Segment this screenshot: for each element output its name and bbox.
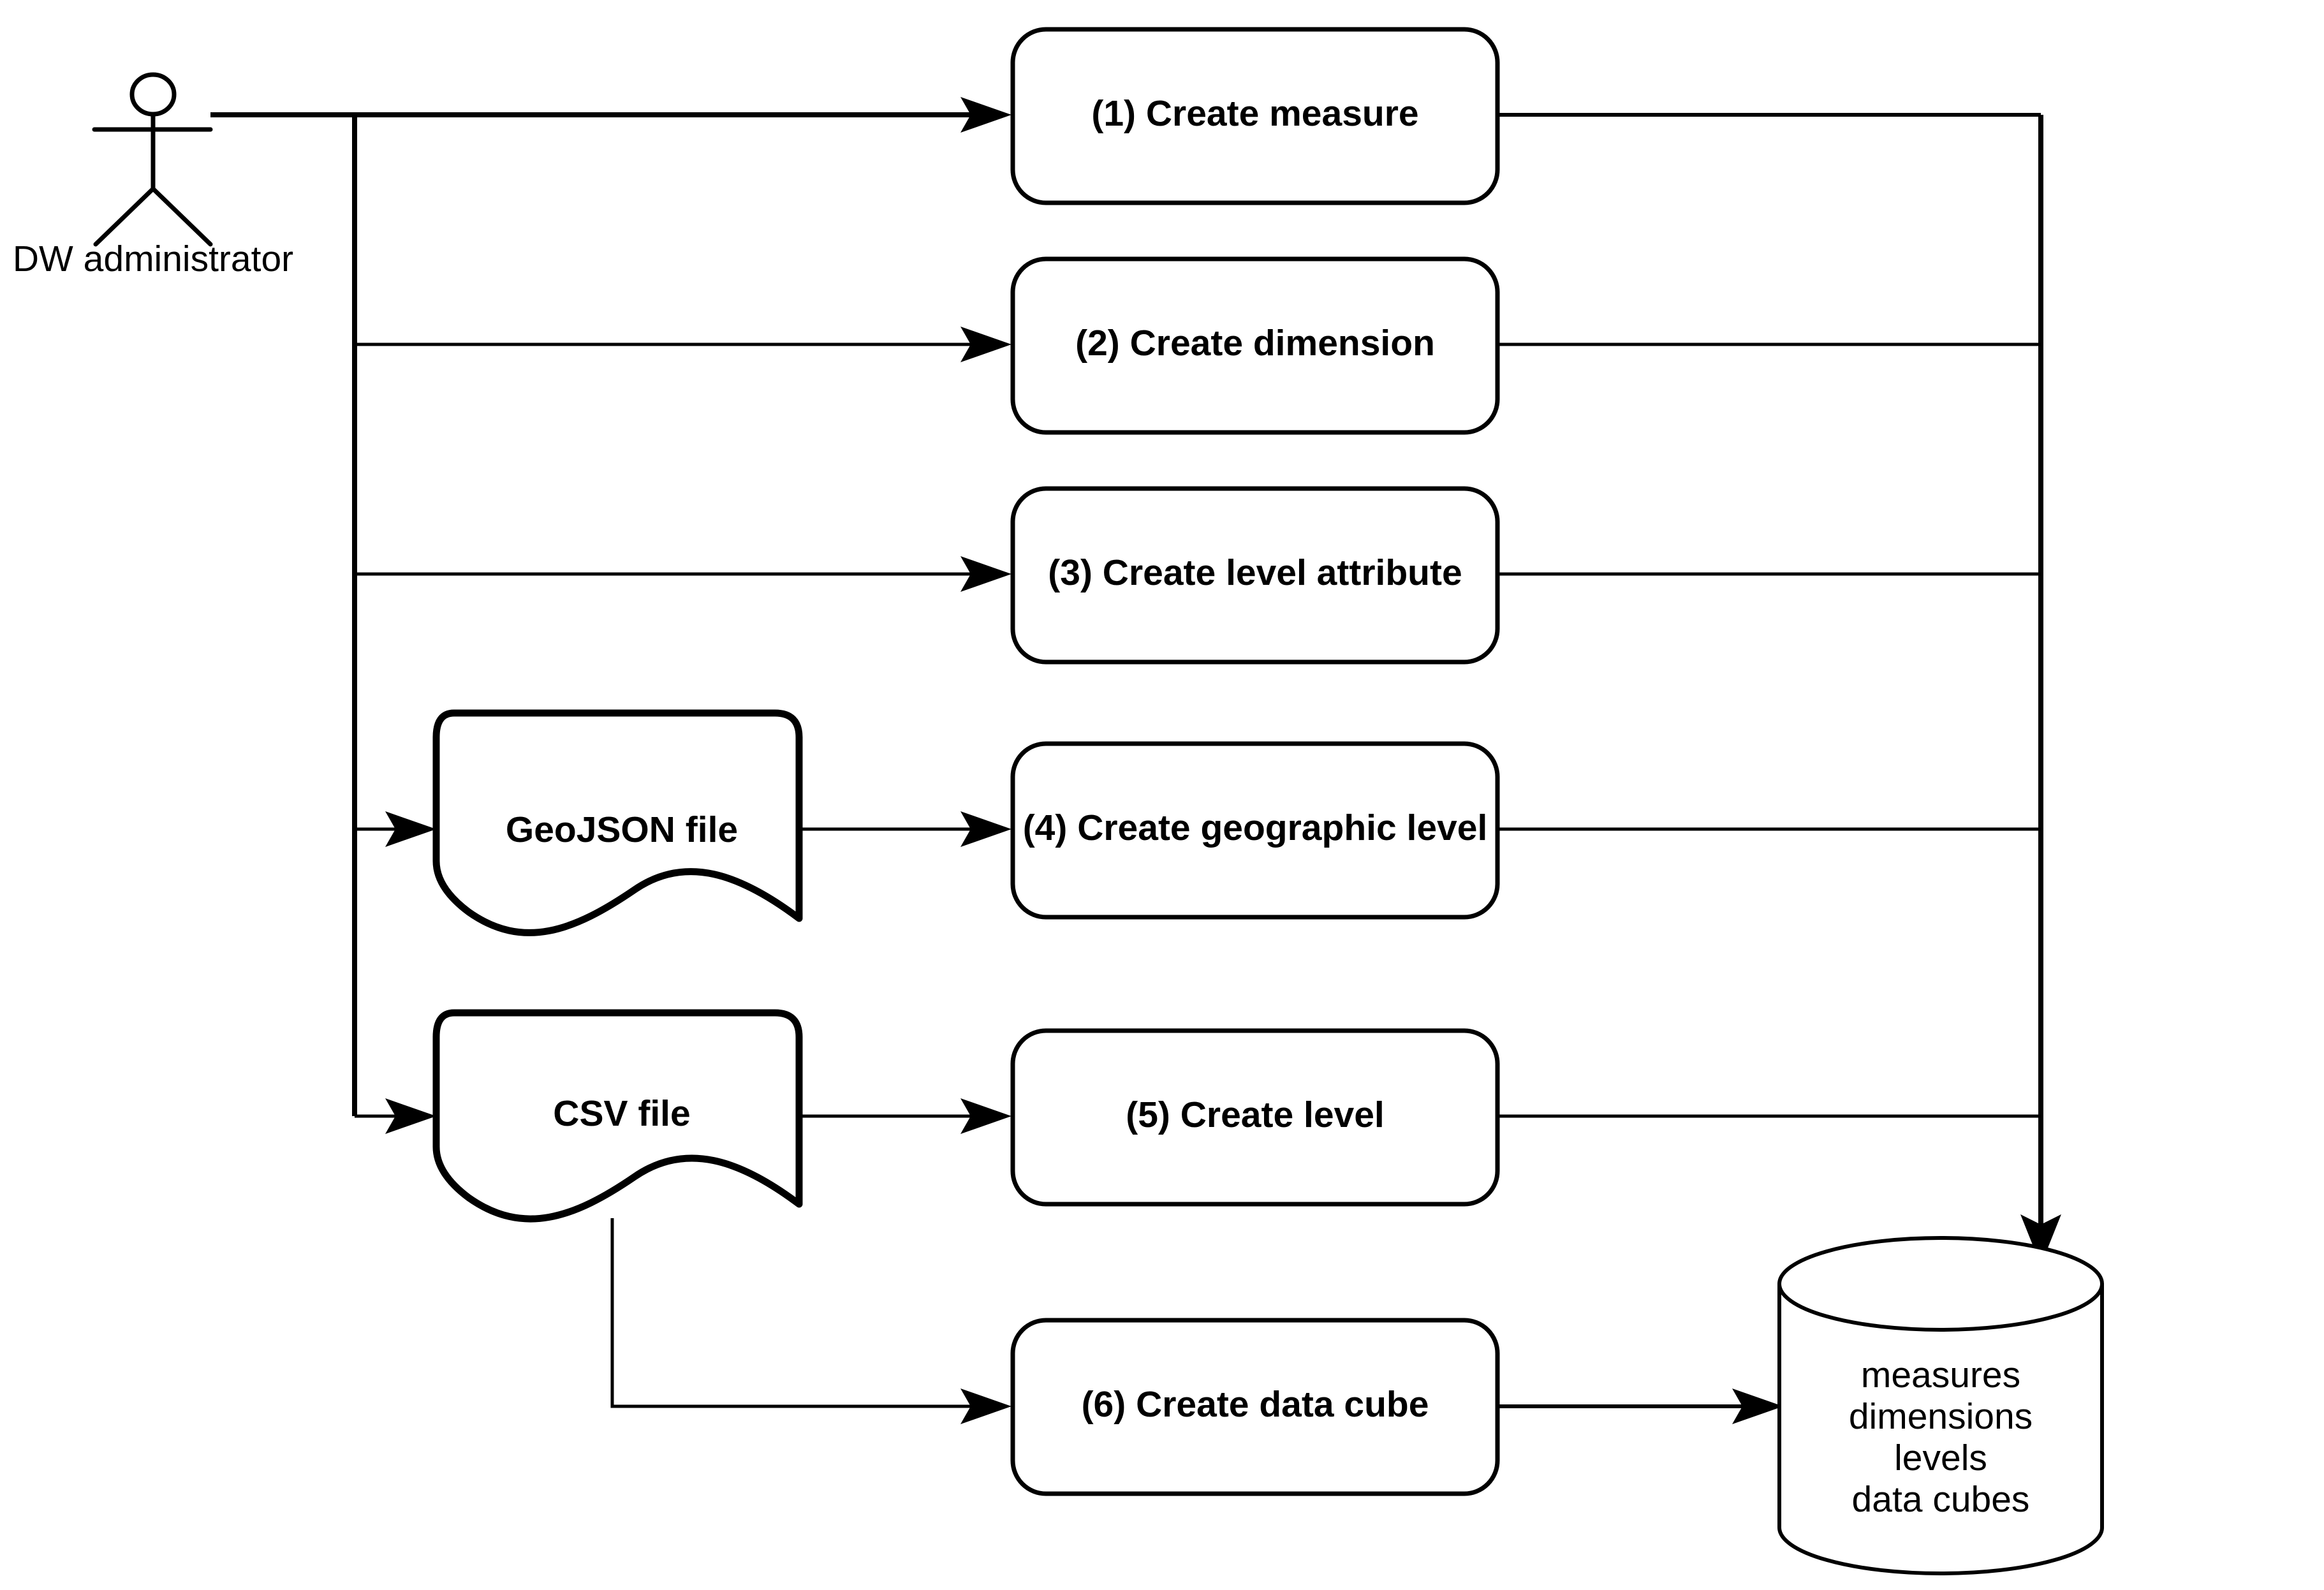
actor-left-leg-icon <box>93 186 156 247</box>
actor-label: DW administrator <box>13 239 293 279</box>
connector-csv-to-create-data-cube <box>610 1218 995 1408</box>
repository-collector-bus <box>1497 113 2043 1231</box>
actor-right-leg-icon <box>151 186 213 247</box>
process-box-create-geographic-level[interactable]: (4) Create geographic level <box>1010 741 1500 920</box>
arrowhead-into-repository-top <box>2020 1214 2061 1265</box>
process-box-create-measure[interactable]: (1) Create measure <box>1010 27 1500 205</box>
arrowhead-to-create-geographic-level <box>960 811 1011 847</box>
process-box-create-level[interactable]: (5) Create level <box>1010 1028 1500 1207</box>
document-csv-file[interactable]: CSV file <box>432 1009 803 1223</box>
create-data-cube-label: (6) Create data cube <box>1082 1384 1429 1425</box>
create-measure-label: (1) Create measure <box>1091 93 1418 134</box>
arrowhead-into-repository-side <box>1732 1388 1783 1424</box>
arrowhead-to-create-level-attribute <box>960 556 1011 592</box>
create-dimension-label: (2) Create dimension <box>1075 323 1435 364</box>
repository-line-4: data cubes <box>1852 1479 2030 1520</box>
arrowhead-to-create-dimension <box>960 327 1011 362</box>
datastore-repository[interactable]: measures dimensions levels data cubes <box>1777 1236 2104 1575</box>
geojson-file-label: GeoJSON file <box>506 809 738 850</box>
repository-line-2: dimensions <box>1849 1396 2033 1437</box>
process-box-create-level-attribute[interactable]: (3) Create level attribute <box>1010 486 1500 665</box>
process-box-create-dimension[interactable]: (2) Create dimension <box>1010 256 1500 435</box>
actor-head-icon <box>129 72 177 117</box>
arrowhead-to-create-measure <box>960 97 1011 133</box>
repository-line-3: levels <box>1894 1438 1987 1478</box>
arrowhead-to-create-data-cube <box>960 1388 1011 1424</box>
process-box-create-data-cube[interactable]: (6) Create data cube <box>1010 1318 1500 1496</box>
csv-file-label: CSV file <box>553 1093 690 1134</box>
arrowhead-to-csv-file <box>385 1098 436 1134</box>
repository-cylinder-top-ellipse <box>1777 1282 2104 1332</box>
arrowhead-to-geojson-file <box>385 811 436 847</box>
create-geographic-level-label: (4) Create geographic level <box>1023 807 1488 848</box>
actor-connector-bus <box>210 112 995 1118</box>
repository-line-1: measures <box>1861 1355 2020 1395</box>
create-level-attribute-label: (3) Create level attribute <box>1048 552 1462 593</box>
create-level-label: (5) Create level <box>1126 1094 1385 1135</box>
arrowhead-to-create-level <box>960 1098 1011 1134</box>
document-geojson-file[interactable]: GeoJSON file <box>432 709 803 936</box>
csv-file-shape <box>432 1009 803 1223</box>
actor-dw-administrator[interactable]: DW administrator <box>13 72 293 279</box>
geojson-file-shape <box>432 709 803 936</box>
